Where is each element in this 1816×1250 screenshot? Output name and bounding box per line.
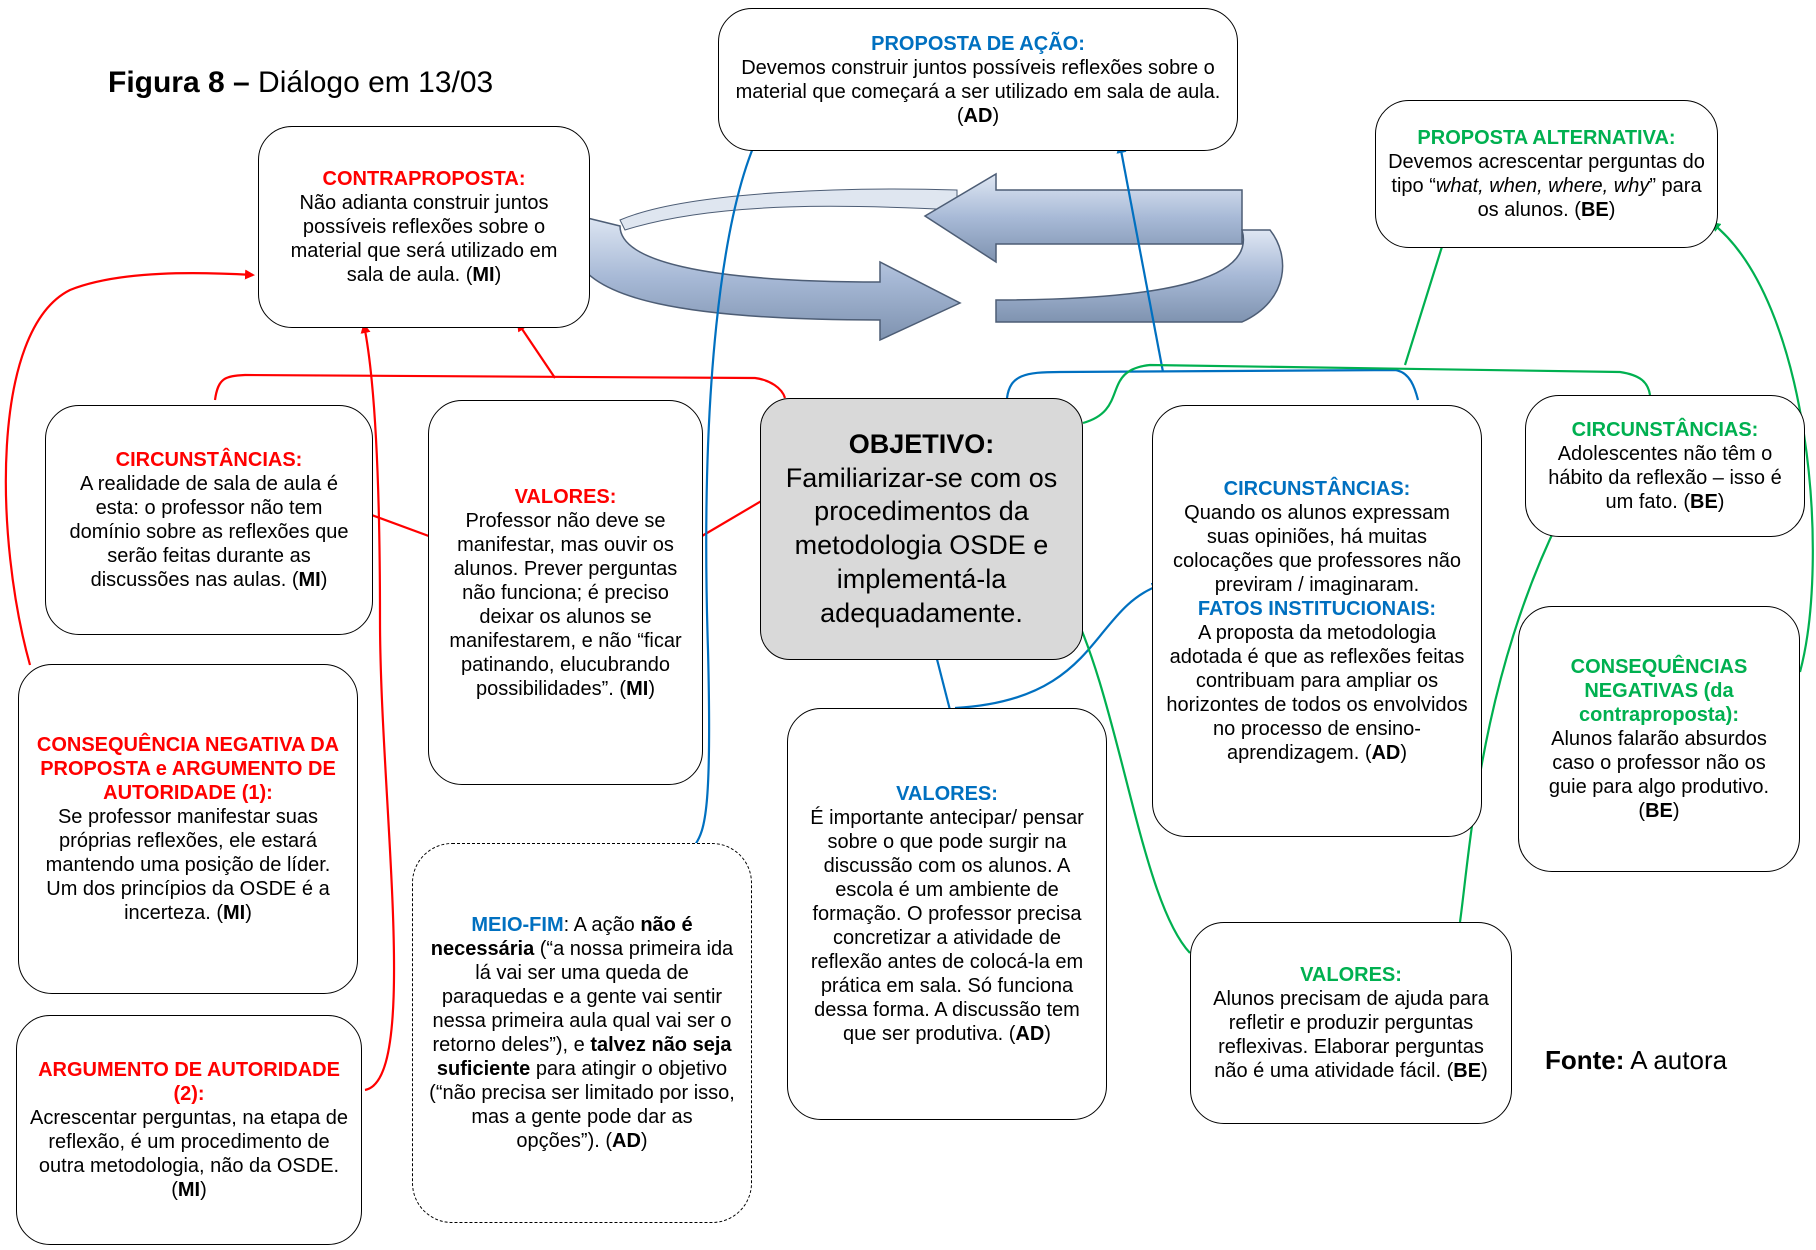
arrow-cons-to-contraproposta — [4, 269, 255, 666]
node-proposta-acao: PROPOSTA DE AÇÃO: Devemos construir junt… — [718, 8, 1238, 151]
source-caption: Fonte: A autora — [1545, 1045, 1728, 1075]
node-text-2: A proposta da metodologia adotada é que … — [1166, 622, 1468, 764]
node-text: É importante antecipar/ pensar sobre o q… — [810, 807, 1084, 1045]
node-text: Professor não deve se manifestar, mas ou… — [449, 509, 682, 700]
node-heading: VALORES: — [514, 485, 617, 508]
node-heading: CONSEQUÊNCIA NEGATIVA DA PROPOSTA e ARGU… — [36, 734, 340, 804]
node-heading-2: FATOS INSTITUCIONAIS: — [1197, 598, 1437, 620]
node-circunstancias-be: CIRCUNSTÂNCIAS: Adolescentes não têm o h… — [1525, 395, 1805, 537]
node-heading: CIRCUNSTÂNCIAS: — [1571, 419, 1759, 441]
node-text: Acrescentar perguntas, na etapa de refle… — [30, 1107, 348, 1201]
arrow-meiofim-to-proposta — [694, 126, 763, 846]
arrow-valores-to-objetivo — [1067, 598, 1191, 954]
node-valores-ad: VALORES: É importante antecipar/ pensar … — [787, 708, 1107, 1120]
node-text: Alunos falarão absurdos caso o professor… — [1548, 728, 1770, 822]
node-contraproposta: CONTRAPROPOSTA: Não adianta construir ju… — [258, 126, 590, 328]
node-consequencia-negativa-mi: CONSEQUÊNCIA NEGATIVA DA PROPOSTA e ARGU… — [18, 664, 358, 994]
node-heading: CONTRAPROPOSTA: — [322, 168, 526, 190]
node-objetivo: OBJETIVO: Familiarizar-se com os procedi… — [760, 398, 1083, 660]
node-heading: PROPOSTA ALTERNATIVA: — [1417, 127, 1676, 149]
node-heading: PROPOSTA DE AÇÃO: — [871, 32, 1085, 55]
node-valores-be: VALORES: Alunos precisam de ajuda para r… — [1190, 922, 1512, 1124]
node-text: Adolescentes não têm o hábito da reflexã… — [1548, 443, 1782, 513]
node-argumento-autoridade-2: ARGUMENTO DE AUTORIDADE (2): Acrescentar… — [16, 1015, 362, 1245]
node-text: Alunos precisam de ajuda para refletir e… — [1213, 988, 1489, 1082]
node-heading: OBJETIVO: — [848, 428, 995, 459]
node-heading: CIRCUNSTÂNCIAS: — [115, 449, 303, 471]
node-text: Quando os alunos expressam suas opiniões… — [1173, 502, 1461, 596]
arrow-arg2-to-contraproposta — [360, 323, 396, 1092]
node-heading: ARGUMENTO DE AUTORIDADE (2): — [38, 1059, 340, 1105]
node-proposta-alternativa: PROPOSTA ALTERNATIVA: Devemos acrescenta… — [1375, 100, 1718, 248]
node-circunstancias-mi: CIRCUNSTÂNCIAS: A realidade de sala de a… — [45, 405, 373, 635]
node-text: Devemos construir juntos possíveis refle… — [735, 56, 1221, 127]
node-text: Não adianta construir juntos possíveis r… — [290, 192, 558, 286]
node-text: A realidade de sala de aula é esta: o pr… — [69, 473, 349, 591]
arrow-valores-to-circ — [954, 582, 1162, 710]
arrow-to-proposta-right — [1116, 143, 1165, 373]
node-heading: VALORES: — [1300, 964, 1402, 986]
arrow-to-proposta-alternativa — [1403, 235, 1448, 366]
node-circunstancias-ad: CIRCUNSTÂNCIAS: Quando os alunos express… — [1152, 405, 1482, 837]
cycle-arrows — [574, 172, 1284, 342]
arrow-valores-to-contraproposta — [516, 321, 556, 379]
node-consequencias-negativas-be: CONSEQUÊNCIAS NEGATIVAS (da contrapropos… — [1518, 606, 1800, 872]
node-valores-mi: VALORES: Professor não deve se manifesta… — [428, 400, 703, 785]
node-text: MEIO-FIM: A ação não é necessária (“a no… — [429, 914, 735, 1152]
cycle-arrow-upper — [923, 172, 1243, 264]
node-heading: CIRCUNSTÂNCIAS: — [1223, 478, 1411, 500]
node-heading: VALORES: — [896, 783, 998, 805]
node-meio-fim: MEIO-FIM: A ação não é necessária (“a no… — [412, 843, 752, 1223]
node-text: Familiarizar-se com os procedimentos da … — [785, 462, 1058, 628]
arrow-valores-to-circ-be — [1458, 516, 1561, 923]
figure-title: Figura 8 – Diálogo em 13/03 — [108, 66, 494, 99]
node-text: Devemos acrescentar perguntas do tipo “w… — [1388, 151, 1705, 221]
node-heading: CONSEQUÊNCIAS NEGATIVAS (da contrapropos… — [1570, 656, 1748, 726]
node-text: Se professor manifestar suas próprias re… — [45, 806, 331, 924]
